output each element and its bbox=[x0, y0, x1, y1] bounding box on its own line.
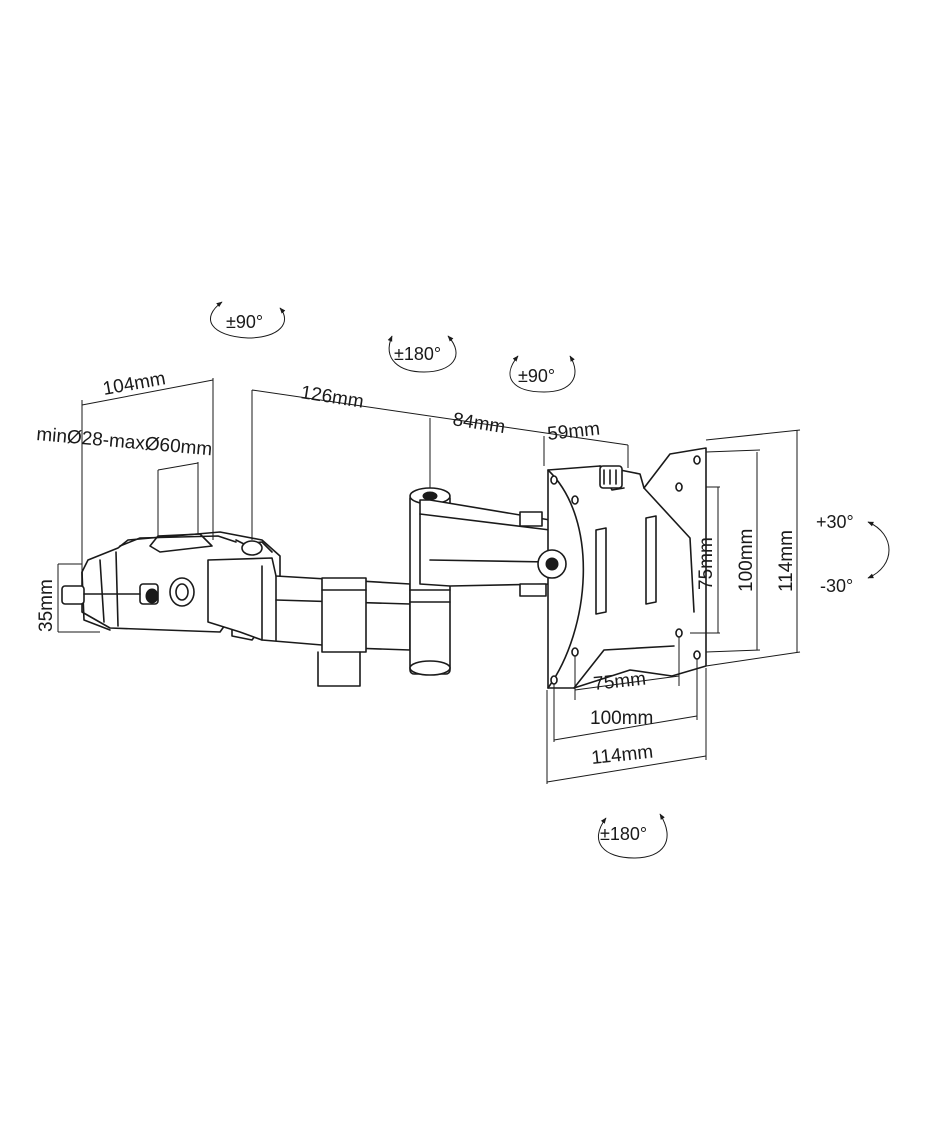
tilt-arrow-icon: +30° -30° bbox=[816, 512, 890, 596]
label-arm-1: 126mm bbox=[299, 382, 365, 413]
rotation-arrow-icon: ±180° bbox=[387, 335, 457, 373]
label-plate-height: 114mm bbox=[776, 530, 797, 592]
dimension-lines bbox=[57, 378, 801, 784]
label-head-swivel: ±90° bbox=[518, 366, 555, 386]
product-illustration bbox=[61, 447, 707, 689]
label-clamp-range: minØ28-maxØ60mm bbox=[36, 424, 213, 460]
rotation-arrow-icon: ±90° bbox=[509, 355, 576, 393]
rotation-arrow-icon: ±90° bbox=[210, 301, 286, 339]
label-tilt-up: +30° bbox=[816, 512, 854, 532]
label-clamp-swivel: ±90° bbox=[226, 312, 263, 332]
label-arm-3: 59mm bbox=[546, 419, 601, 445]
rotation-indicators: ±90° ±180° ±90° ±180° +30° -30° bbox=[210, 301, 890, 859]
label-vesa-100-vertical: 100mm bbox=[736, 529, 757, 592]
label-tilt-down: -30° bbox=[820, 576, 853, 596]
rotation-arrow-icon: ±180° bbox=[597, 813, 668, 859]
arm-2 bbox=[419, 499, 551, 597]
label-plate-width: 114mm bbox=[590, 742, 654, 769]
label-vesa-75-vertical: 75mm bbox=[696, 537, 717, 590]
label-vesa-100-horizontal: 100mm bbox=[590, 708, 653, 729]
label-arm-2: 84mm bbox=[451, 409, 506, 438]
vesa-plate bbox=[537, 447, 707, 689]
dimension-labels: 104mm minØ28-maxØ60mm 35mm 126mm 84mm 59… bbox=[36, 368, 797, 769]
label-clamp-height: 35mm bbox=[36, 579, 57, 632]
label-vesa-75-horizontal: 75mm bbox=[592, 669, 647, 695]
label-arm-swivel: ±180° bbox=[394, 344, 441, 364]
label-rotation: ±180° bbox=[600, 824, 647, 844]
arm-1 bbox=[207, 557, 411, 687]
